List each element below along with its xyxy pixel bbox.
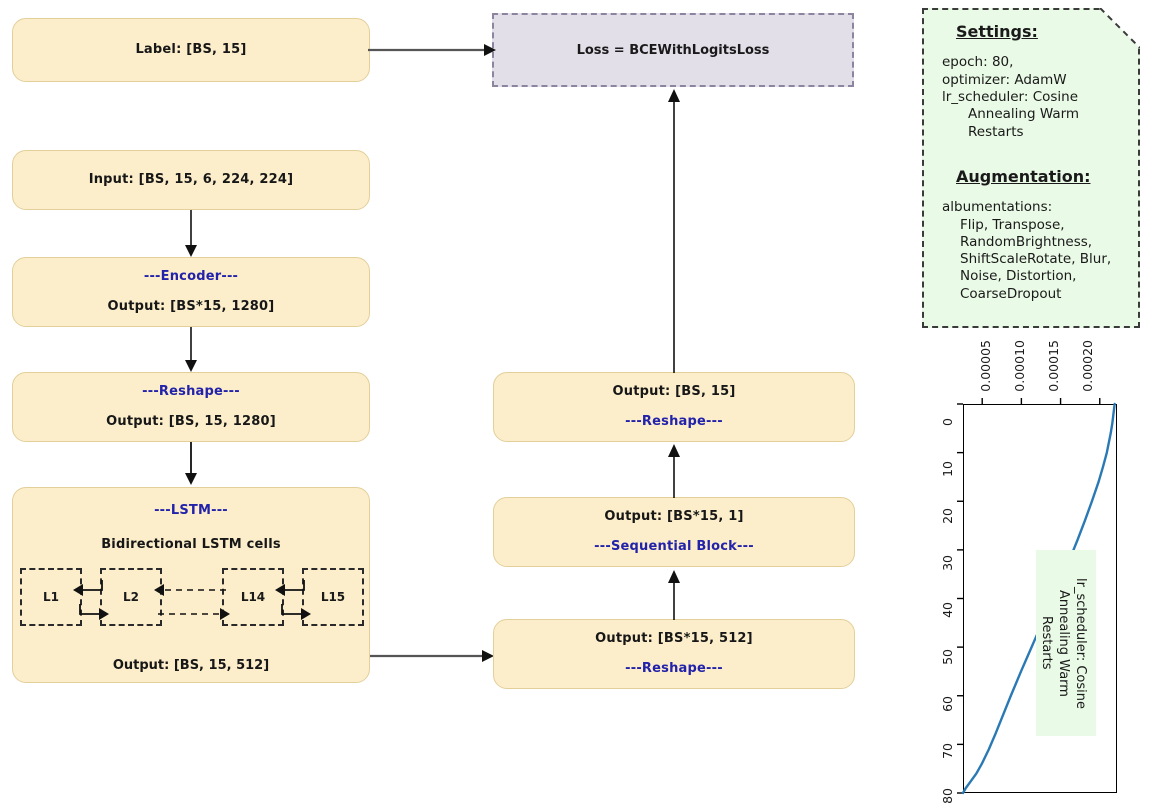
lstm-cell-l2-label: L2 xyxy=(123,590,139,604)
encoder-box: ---Encoder--- Output: [BS*15, 1280] xyxy=(12,257,370,327)
reshape3-box: Output: [BS, 15] ---Reshape--- xyxy=(493,372,855,442)
arrow-encoder-to-reshape1 xyxy=(185,327,197,372)
reshape3-output: Output: [BS, 15] xyxy=(612,383,736,399)
lstm-connector-l2-l14-dashed xyxy=(154,584,230,620)
lstm-cell-l2: L2 xyxy=(100,568,162,626)
augmentation-line-1: Flip, Transpose, xyxy=(960,216,1065,233)
augmentation-line-5: CoarseDropout xyxy=(960,285,1062,302)
augmentation-line-0: albumentations: xyxy=(942,199,1053,216)
lstm-cell-l15-label: L15 xyxy=(320,590,346,604)
sequential-block-box: Output: [BS*15, 1] ---Sequential Block--… xyxy=(493,497,855,567)
reshape1-output: Output: [BS, 15, 1280] xyxy=(106,414,276,429)
lstm-title: ---LSTM--- xyxy=(154,503,228,518)
arrow-input-to-encoder xyxy=(185,210,197,257)
lstm-box: ---LSTM--- Bidirectional LSTM cells xyxy=(12,487,370,683)
label-box-text: Label: [BS, 15] xyxy=(135,41,247,57)
augmentation-heading: Augmentation: xyxy=(956,166,1091,186)
reshape3-title: ---Reshape--- xyxy=(625,414,723,429)
input-box-text: Input: [BS, 15, 6, 224, 224] xyxy=(88,171,294,187)
reshape1-title: ---Reshape--- xyxy=(142,383,240,399)
lstm-cell-l15: L15 xyxy=(302,568,364,626)
lstm-cell-l14: L14 xyxy=(222,568,284,626)
lstm-connector-l14-l15 xyxy=(275,580,311,620)
augmentation-line-3: ShiftScaleRotate, Blur, xyxy=(960,251,1112,268)
arrow-reshape3-to-loss xyxy=(668,89,680,373)
reshape1-box: ---Reshape--- Output: [BS, 15, 1280] xyxy=(12,372,370,442)
arrow-lstm-to-reshape2 xyxy=(370,650,494,662)
encoder-output: Output: [BS*15, 1280] xyxy=(107,299,275,314)
lstm-cell-l14-label: L14 xyxy=(240,590,266,604)
augmentation-line-2: RandomBrightness, xyxy=(960,233,1093,250)
settings-line-4: Restarts xyxy=(968,123,1024,140)
reshape2-box: Output: [BS*15, 512] ---Reshape--- xyxy=(493,619,855,689)
loss-box-text: Loss = BCEWithLogitsLoss xyxy=(576,42,770,58)
augmentation-line-4: Noise, Distortion, xyxy=(960,268,1077,285)
arrow-label-to-loss xyxy=(368,44,496,56)
settings-line-2: lr_scheduler: Cosine xyxy=(942,89,1079,105)
lstm-subtitle: Bidirectional LSTM cells xyxy=(101,537,281,553)
lstm-output-label: Output: [BS, 15, 512] xyxy=(112,658,270,673)
arrow-reshape2-to-sequential xyxy=(668,570,680,620)
arrow-sequential-to-reshape3 xyxy=(668,444,680,498)
settings-line-0: epoch: 80, xyxy=(942,54,1014,71)
chart-annotation-line-0: lr_scheduler: Cosine xyxy=(1073,577,1088,709)
lstm-cell-l1-label: L1 xyxy=(43,590,59,604)
lr-schedule-chart: 0.00005 0.00010 0.00015 0.00020 0 10 20 … xyxy=(916,338,1159,806)
settings-line-3: Annealing Warm xyxy=(968,106,1080,123)
sequential-output: Output: [BS*15, 1] xyxy=(604,508,744,524)
settings-line-1: optimizer: AdamW xyxy=(942,71,1067,88)
input-box: Input: [BS, 15, 6, 224, 224] xyxy=(12,150,370,210)
reshape2-title: ---Reshape--- xyxy=(625,661,723,676)
arrow-reshape1-to-lstm xyxy=(185,442,197,485)
chart-annotation-line-1: Annealing Warm xyxy=(1056,589,1072,697)
label-box: Label: [BS, 15] xyxy=(12,18,370,82)
lstm-connector-l1-l2 xyxy=(73,580,109,620)
loss-box: Loss = BCEWithLogitsLoss xyxy=(492,13,854,87)
reshape2-output: Output: [BS*15, 512] xyxy=(595,630,753,646)
sequential-title: ---Sequential Block--- xyxy=(594,539,754,554)
chart-annotation-line-2: Restarts xyxy=(1039,616,1055,670)
settings-heading: Settings: xyxy=(956,22,1038,41)
lstm-cell-l1: L1 xyxy=(20,568,82,626)
settings-note: Settings: epoch: 80, optimizer: AdamW lr… xyxy=(922,8,1140,328)
encoder-title: ---Encoder--- xyxy=(143,268,239,284)
